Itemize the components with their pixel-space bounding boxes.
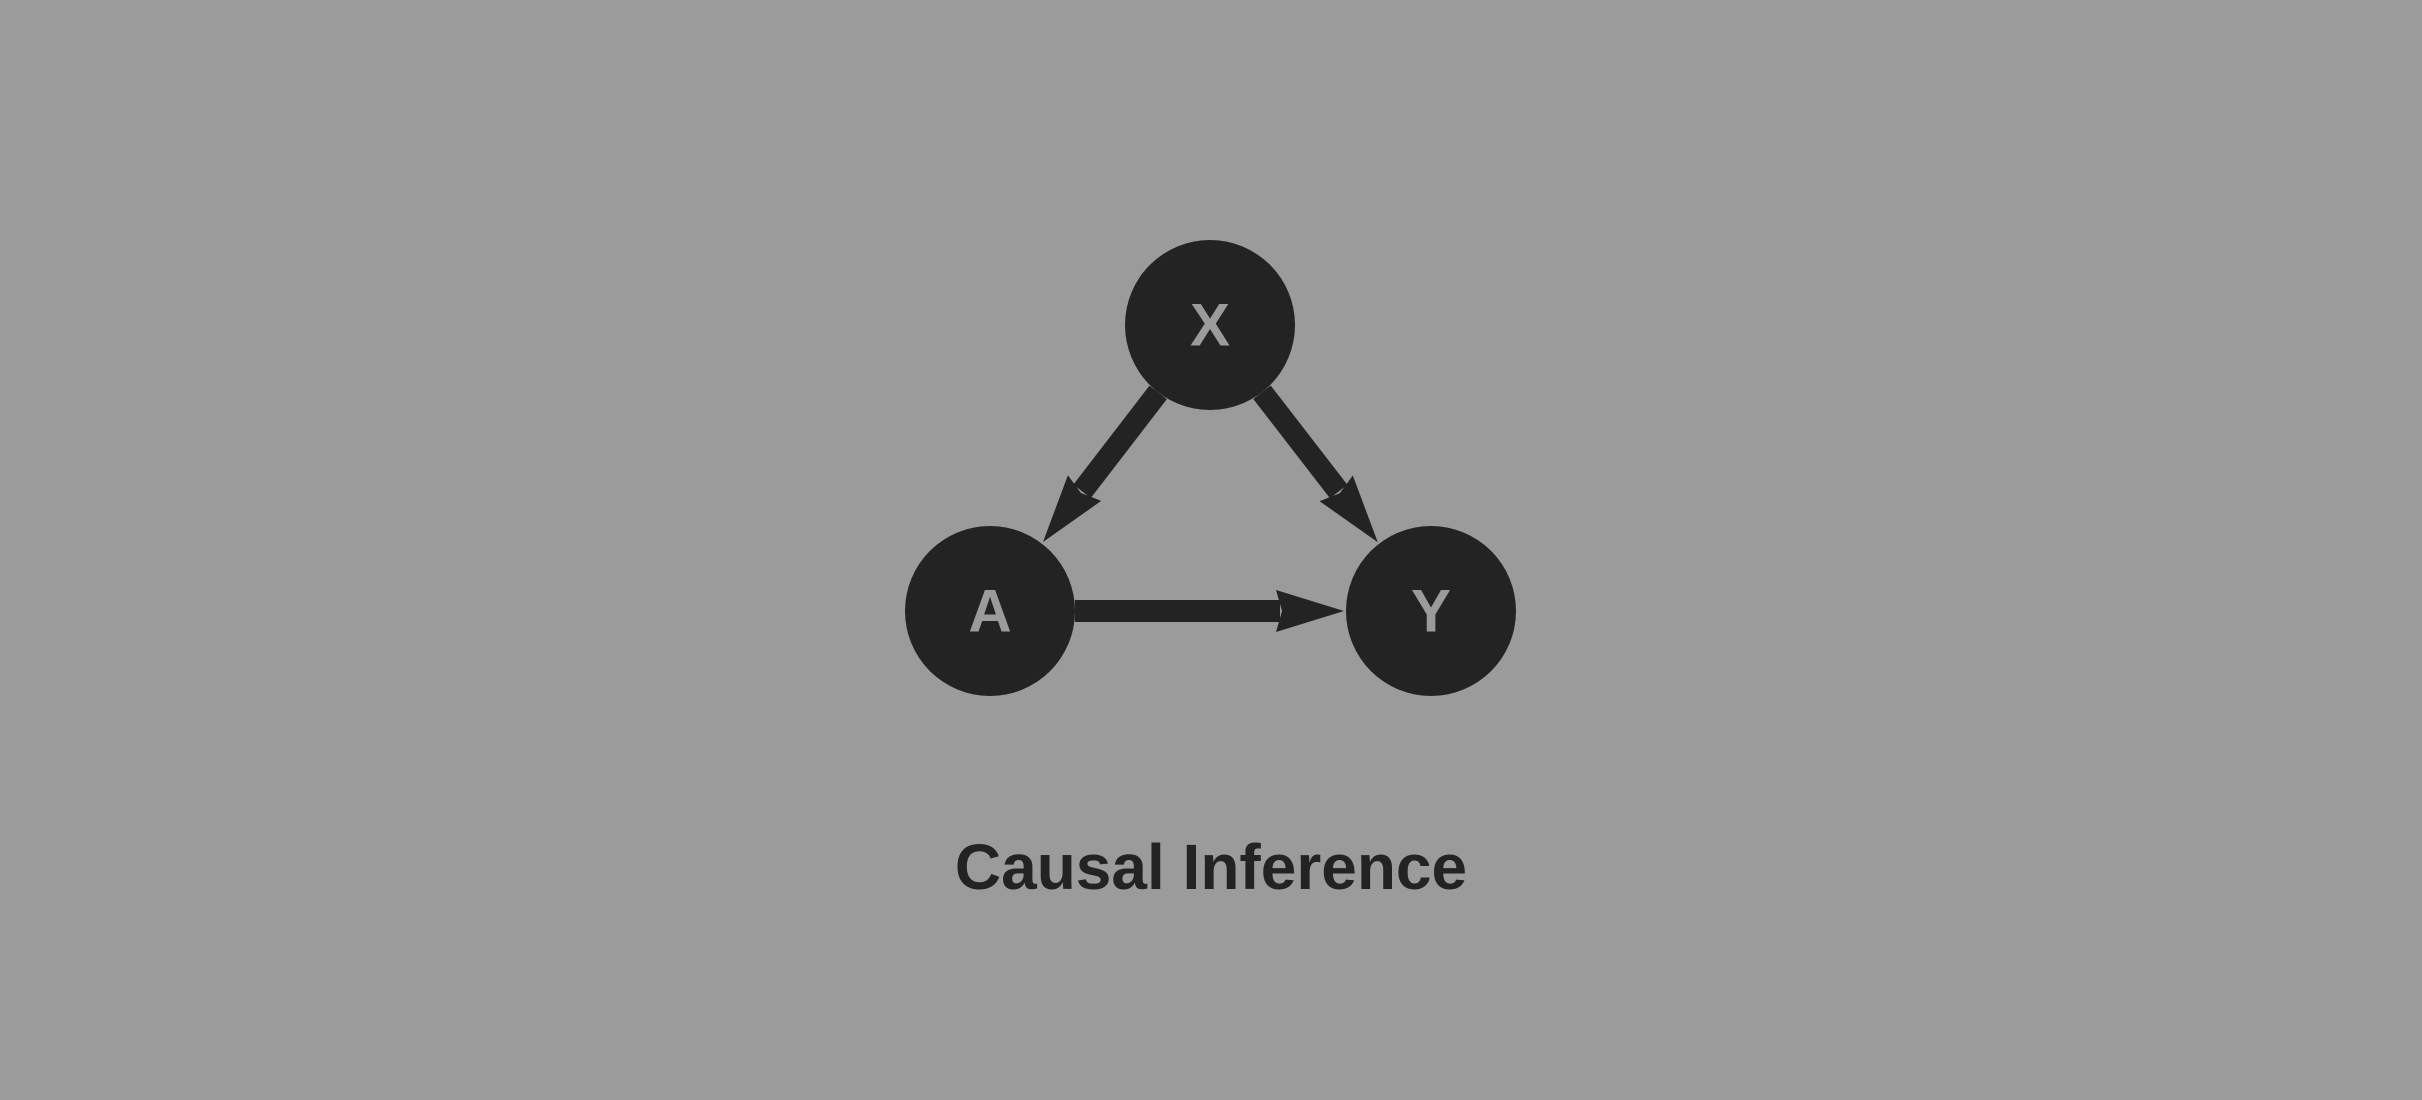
- node-a: A: [905, 526, 1075, 696]
- arrowhead-icon: [1276, 590, 1344, 632]
- node-y-circle: [1346, 526, 1516, 696]
- edge-a-to-y: [1075, 590, 1344, 632]
- node-x-label: X: [1190, 292, 1230, 359]
- node-y: Y: [1346, 526, 1516, 696]
- edge-x-to-a: [1043, 385, 1167, 542]
- node-a-label: A: [968, 578, 1011, 645]
- edge-line: [1253, 385, 1348, 499]
- edges-layer: [1043, 385, 1378, 632]
- edge-x-to-y: [1253, 385, 1378, 543]
- node-a-circle: [905, 526, 1075, 696]
- node-x-circle: [1125, 240, 1295, 410]
- node-x: X: [1125, 240, 1295, 410]
- arrowhead-icon: [1043, 475, 1102, 542]
- edge-line: [1073, 385, 1167, 499]
- node-y-label: Y: [1411, 578, 1451, 645]
- arrowhead-icon: [1319, 475, 1378, 543]
- diagram-caption: Causal Inference: [954, 831, 1468, 903]
